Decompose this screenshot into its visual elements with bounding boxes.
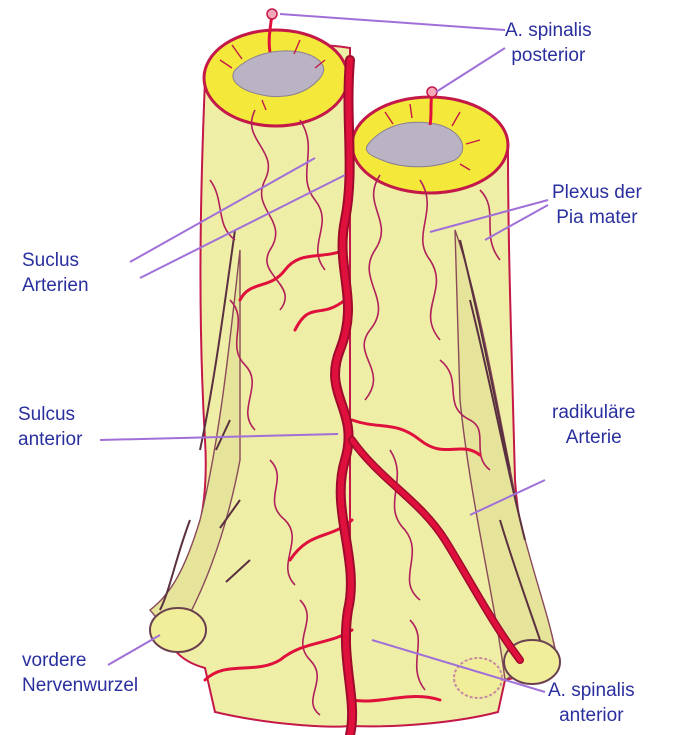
anterior-root-stump (454, 658, 502, 698)
label-suclus-arterien: Suclus Arterien (22, 248, 89, 298)
label-a-spinalis-anterior: A. spinalis anterior (548, 678, 635, 728)
label-radikulaere-arterie: radikuläre Arterie (552, 400, 635, 450)
label-sulcus-anterior: Sulcus anterior (18, 402, 82, 452)
label-a-spinalis-posterior: A. spinalis posterior (505, 18, 592, 68)
pointer-a-spinalis-posterior-1 (280, 14, 505, 30)
label-vordere-nervenwurzel: vordere Nervenwurzel (22, 648, 138, 698)
left-root-stump (150, 608, 206, 652)
pointer-a-spinalis-posterior-2 (436, 48, 505, 92)
label-plexus-pia-mater: Plexus der Pia mater (552, 180, 642, 230)
